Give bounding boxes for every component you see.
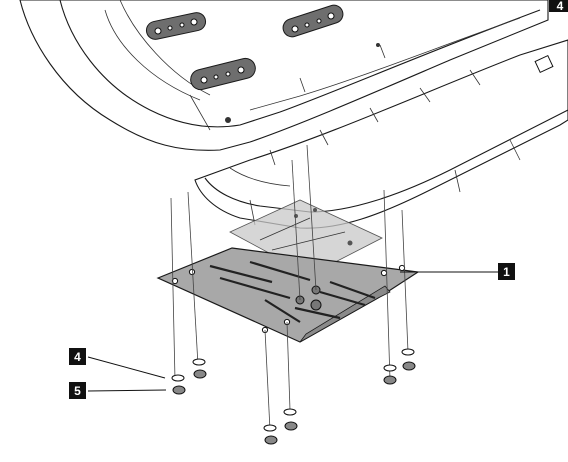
svg-text:5: 5 xyxy=(74,384,81,398)
svg-text:4: 4 xyxy=(74,350,81,364)
nut-set-right xyxy=(383,348,416,385)
lid-bracket-1 xyxy=(145,12,207,40)
nut-set-left xyxy=(171,358,207,395)
case-lid xyxy=(19,0,549,151)
svg-text:4: 4 xyxy=(557,0,564,13)
svg-text:1: 1 xyxy=(503,265,510,279)
lid-bracket-2 xyxy=(282,4,344,38)
bolt-guide-lines xyxy=(170,144,409,431)
lid-bracket-3 xyxy=(190,57,256,91)
leader-lines xyxy=(87,271,498,392)
callout-4: 4 xyxy=(69,348,86,365)
callout-4-top: 4 xyxy=(549,0,568,13)
callout-5: 5 xyxy=(69,382,86,399)
mounting-plate xyxy=(156,247,420,343)
nut-set-bottom xyxy=(263,408,298,445)
callout-1: 1 xyxy=(498,263,515,280)
